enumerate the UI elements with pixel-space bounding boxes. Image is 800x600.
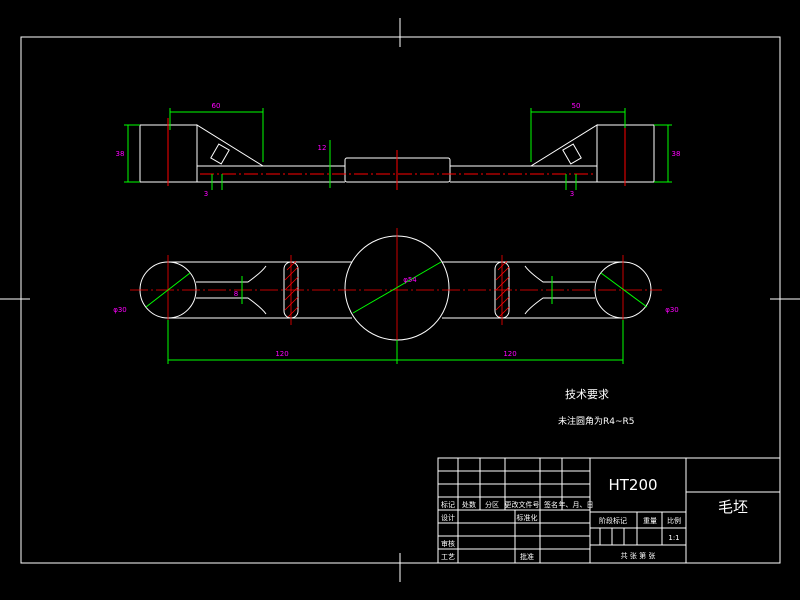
dim-small-a: 3 bbox=[204, 190, 208, 198]
dim-right-height: 38 bbox=[672, 150, 681, 158]
title-block: 标记 处数 分区 更改文件号 签名 年、月、日 设计 标准化 审核 工艺 批准 … bbox=[437, 457, 781, 564]
dim-right-dia: φ30 bbox=[665, 306, 679, 314]
part-name: 毛坯 bbox=[718, 498, 748, 516]
tb-header-cell: 签名 bbox=[544, 500, 558, 509]
dim-left-height: 38 bbox=[116, 150, 125, 158]
dim-slot: 8 bbox=[234, 290, 238, 298]
tb-header-cell: 标记 bbox=[441, 500, 455, 509]
dim-left-dia: φ30 bbox=[113, 306, 127, 314]
tb-scale-value: 1:1 bbox=[668, 534, 679, 542]
dim-left-span: 120 bbox=[275, 350, 288, 358]
tb-header-cell: 处数 bbox=[462, 500, 476, 509]
tech-req-heading: 技术要求 bbox=[565, 388, 609, 401]
tb-header-cell: 更改文件号 bbox=[505, 500, 540, 509]
elevation-view: 60 50 38 38 12 3 3 bbox=[116, 102, 681, 198]
sheet-frame bbox=[0, 18, 800, 582]
tb-stage-label: 阶段标记 bbox=[599, 516, 627, 525]
tech-req-line1: 未注圆角为R4~R5 bbox=[558, 415, 635, 427]
tb-sheets: 共 张 第 张 bbox=[621, 551, 656, 560]
tb-header-cell: 分区 bbox=[485, 500, 499, 509]
dim-right-length: 50 bbox=[572, 102, 581, 110]
dim-small-b: 3 bbox=[570, 190, 574, 198]
dim-mid-height: 12 bbox=[318, 144, 327, 152]
tb-row-process: 工艺 bbox=[441, 553, 455, 561]
tb-scale-label: 比例 bbox=[667, 516, 681, 525]
tb-row-design: 设计 bbox=[441, 513, 455, 522]
dim-left-length: 60 bbox=[212, 102, 221, 110]
tb-header-cell: 年、月、日 bbox=[559, 500, 594, 509]
dim-center-dia: φ54 bbox=[403, 276, 417, 284]
plan-view: 120 120 φ30 φ30 φ54 8 bbox=[113, 228, 679, 364]
tb-row-review: 审核 bbox=[441, 539, 455, 548]
dim-right-span: 120 bbox=[503, 350, 516, 358]
tb-weight-label: 重量 bbox=[643, 517, 657, 525]
tb-row-approve: 批准 bbox=[520, 552, 534, 561]
tb-row-standard: 标准化 bbox=[517, 513, 538, 522]
material: HT200 bbox=[608, 476, 657, 494]
